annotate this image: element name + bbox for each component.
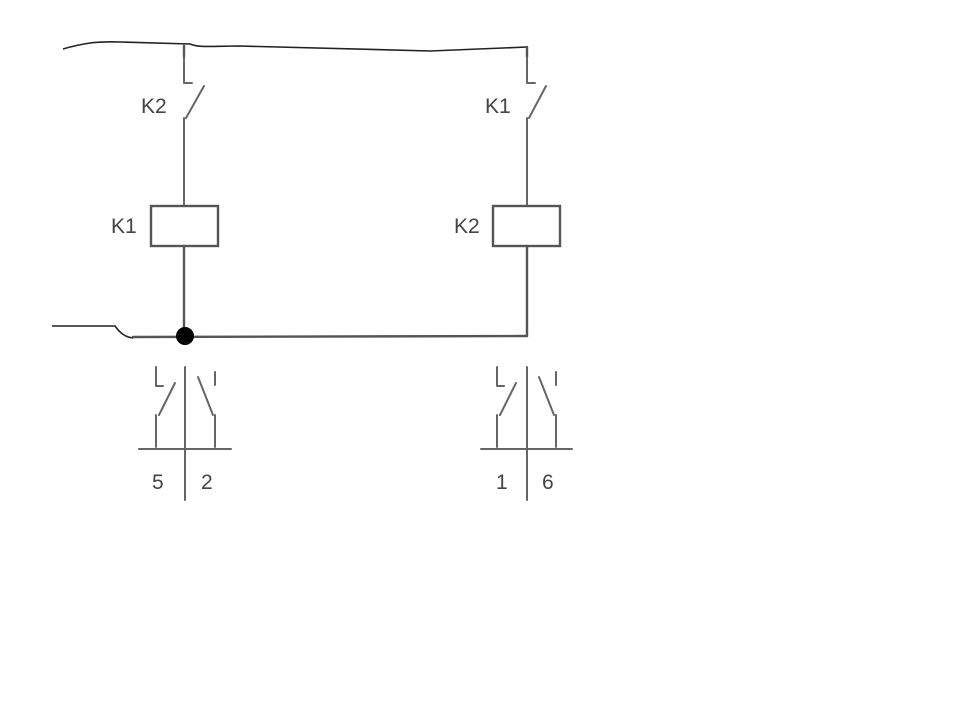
left-pin-label-2: 2 xyxy=(201,471,213,494)
top-supply-line xyxy=(62,41,528,52)
left-coil-label: K1 xyxy=(111,215,137,238)
junction-dot xyxy=(176,327,194,345)
left-contact-label: K2 xyxy=(141,95,167,118)
left-branch: K2 K1 xyxy=(111,44,220,338)
right-block-no-contact xyxy=(538,371,557,448)
right-pin-label-2: 6 xyxy=(542,471,554,494)
right-branch: K1 K2 xyxy=(454,45,562,338)
left-nc-contact xyxy=(183,56,205,206)
right-block-nc-contact xyxy=(496,366,517,448)
right-coil xyxy=(491,204,562,248)
bottom-lead-line xyxy=(52,325,134,339)
left-block-no-contact xyxy=(197,371,216,448)
left-block-nc-contact xyxy=(155,366,176,448)
left-pin-label-1: 5 xyxy=(152,471,164,494)
left-coil xyxy=(149,204,220,248)
right-contact-block: 1 6 xyxy=(480,366,573,501)
bottom-common-line xyxy=(131,334,529,339)
right-nc-contact xyxy=(526,56,547,206)
right-contact-label: K1 xyxy=(485,95,511,118)
left-contact-block: 5 2 xyxy=(138,366,232,501)
right-pin-label-1: 1 xyxy=(496,471,508,494)
right-coil-label: K2 xyxy=(454,215,480,238)
